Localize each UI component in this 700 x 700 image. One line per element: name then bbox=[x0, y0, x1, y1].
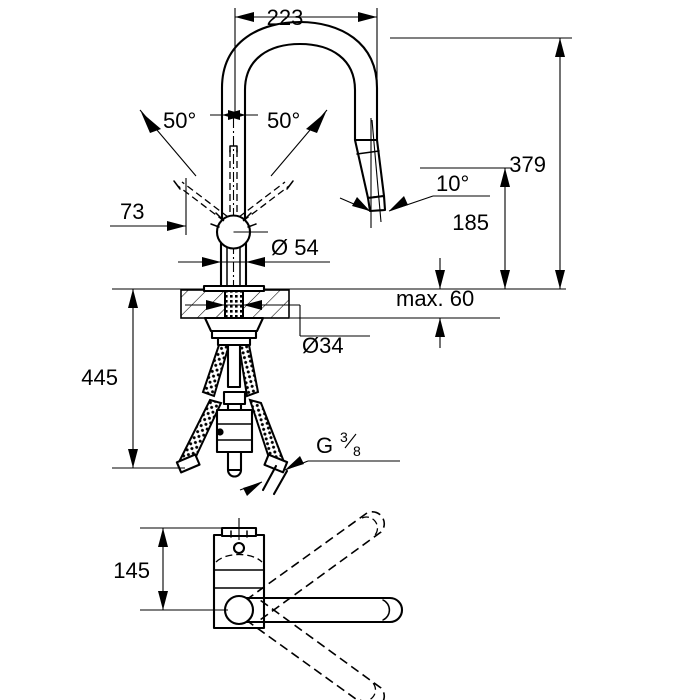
dim-10deg-label: 10° bbox=[436, 171, 469, 196]
swivel-angle-arcs bbox=[139, 109, 328, 177]
dimension-mounting-hole: Ø34 bbox=[185, 300, 370, 358]
dimension-countertop-thickness: max. 60 bbox=[396, 258, 474, 348]
countertop-section bbox=[118, 288, 566, 319]
dim-thread-denominator: 8 bbox=[353, 443, 361, 459]
dim-445-label: 445 bbox=[81, 365, 118, 390]
dim-185-label: 185 bbox=[452, 210, 489, 235]
plan-lever-positions bbox=[223, 510, 404, 700]
threaded-shank bbox=[202, 284, 266, 347]
dimension-hose-length: 445 bbox=[81, 288, 185, 469]
dim-thread-numerator: 3 bbox=[340, 429, 348, 445]
dimension-body-diameter: Ø 54 bbox=[178, 235, 330, 267]
dimension-plan-height: 145 bbox=[113, 527, 239, 611]
dim-d34-label: Ø34 bbox=[302, 333, 344, 358]
dimension-spray-angle: 10° bbox=[339, 171, 490, 212]
lever-handle-positions bbox=[173, 145, 294, 228]
dimension-lever-clearance: 73 bbox=[110, 178, 187, 235]
dimension-spout-height: 185 bbox=[420, 167, 512, 289]
dim-max60-label: max. 60 bbox=[396, 286, 474, 311]
dim-223-label: 223 bbox=[267, 5, 304, 30]
spray-axis-line bbox=[371, 119, 382, 223]
dim-thread-letter: G bbox=[316, 433, 333, 458]
front-elevation-view: 223 50° 50° 10° 73 Ø 54 bbox=[81, 5, 572, 496]
dimension-spout-reach: 223 bbox=[234, 5, 378, 118]
dim-145-label: 145 bbox=[113, 558, 150, 583]
spout-body bbox=[220, 20, 379, 152]
lever-pivot-ball bbox=[215, 214, 268, 250]
dim-50-right-label: 50° bbox=[267, 108, 300, 133]
spray-head bbox=[353, 138, 387, 213]
dim-73-label: 73 bbox=[120, 199, 144, 224]
faucet-column bbox=[219, 118, 248, 300]
dim-50-left-label: 50° bbox=[163, 108, 196, 133]
dim-379-label: 379 bbox=[509, 152, 546, 177]
plan-view: 145 bbox=[113, 510, 404, 700]
dimension-thread-size: G 3 8 bbox=[239, 429, 400, 496]
dim-d54-label: Ø 54 bbox=[271, 235, 319, 260]
dimension-total-height: 379 bbox=[390, 37, 572, 289]
counterweight bbox=[215, 390, 254, 478]
